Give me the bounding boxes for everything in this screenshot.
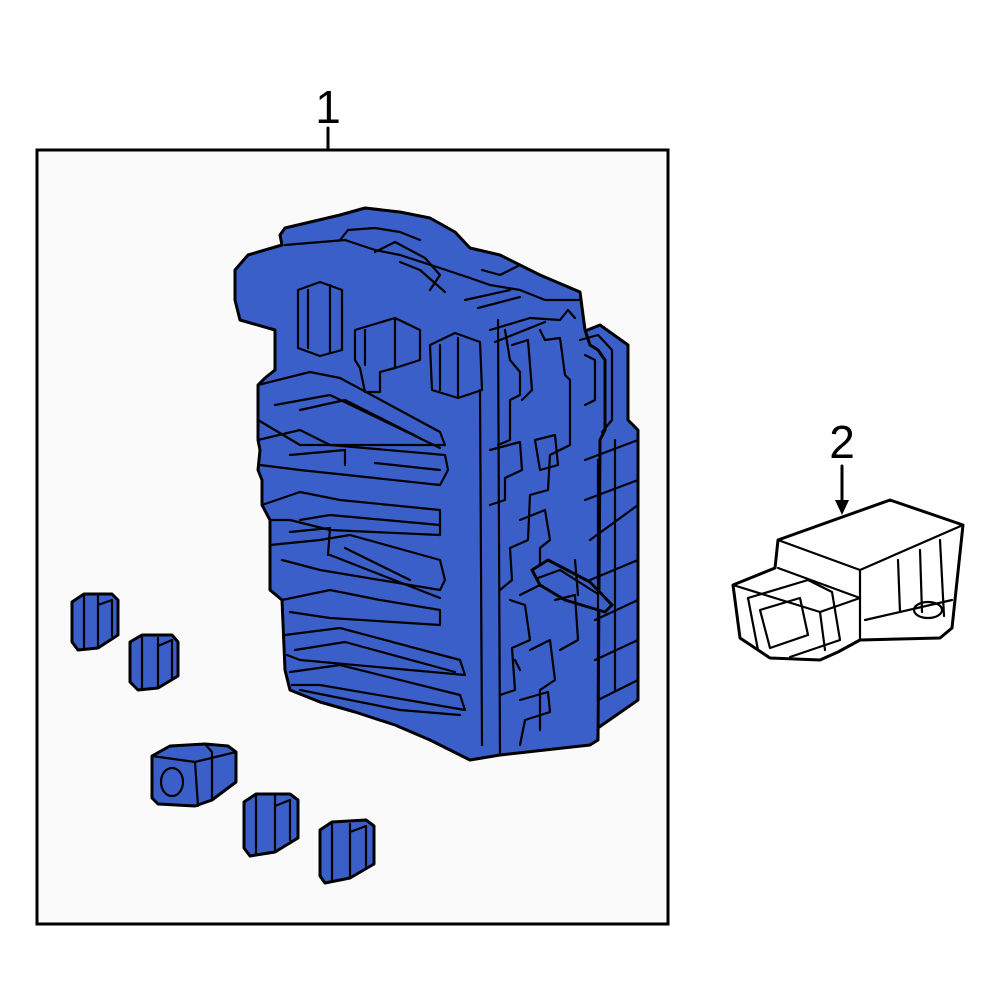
- fuse-box-fin: [268, 533, 447, 592]
- fuse-box-fin: [288, 663, 467, 712]
- fuse-box-channel: [478, 318, 502, 757]
- fuse-box-fin: [256, 428, 450, 487]
- fuse-box-fin: [256, 370, 447, 447]
- clip-1: [70, 592, 120, 652]
- fuse-box-top-connector: [296, 280, 344, 358]
- fuse-box-top-ridge: [283, 238, 582, 302]
- fuse-box-fin: [283, 626, 467, 677]
- fuse-box-body: [233, 206, 607, 762]
- fuse-box-fin: [260, 490, 442, 537]
- callout-2-arrowhead: [835, 500, 849, 515]
- fuse-box-top-connector-2: [353, 316, 422, 394]
- callout-2-label: 2: [829, 416, 855, 468]
- clip-2: [128, 633, 180, 692]
- callout-1-label: 1: [315, 81, 341, 133]
- clip-4: [318, 818, 376, 885]
- sensor-mount-hole: [912, 600, 944, 620]
- clip-3: [242, 792, 300, 858]
- fuse-box-top-connector-3: [428, 331, 484, 400]
- fuse-box-fin: [280, 588, 442, 627]
- connector-block: [150, 742, 238, 808]
- sensor: [731, 498, 965, 662]
- fuse-box: [233, 206, 640, 762]
